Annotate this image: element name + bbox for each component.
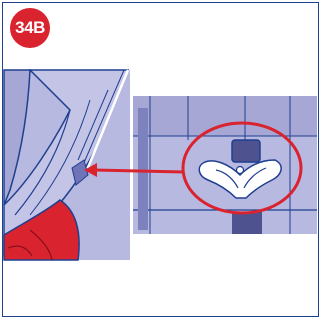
seat-closeup [4,70,130,260]
step-badge: 34B [10,8,50,48]
